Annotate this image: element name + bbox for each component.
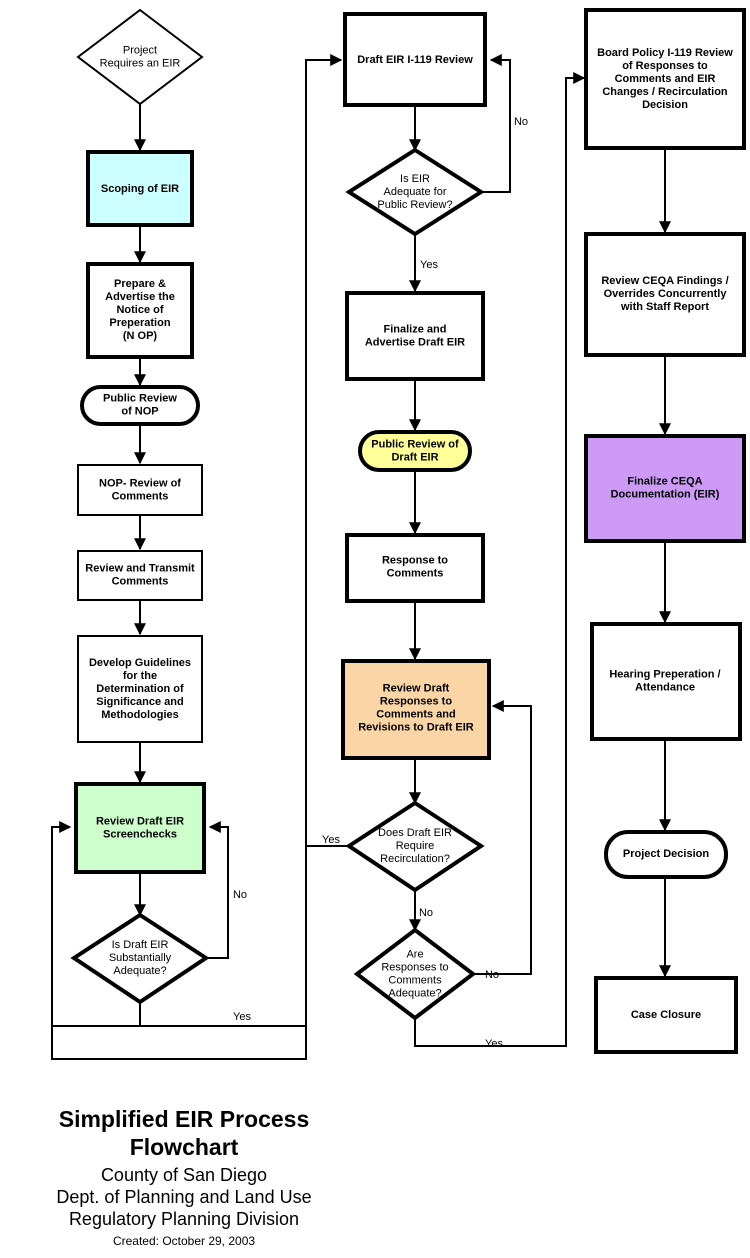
edge-label-m2-yes: Yes [420, 259, 438, 271]
stadium-shape [80, 385, 200, 426]
rect-shape [74, 782, 206, 874]
node-label: Hearing Preperation /Attendance [609, 668, 720, 693]
edge-n9-yes-to-m1 [140, 54, 343, 1027]
node-scoping-of-eir[interactable]: Scoping of EIR [86, 150, 194, 227]
edge-label-n9-yes: Yes [233, 1011, 251, 1023]
rect-shape [77, 550, 203, 601]
stadium-shape [358, 430, 472, 472]
edge-label-m7-no: No [419, 907, 433, 919]
edge-n9-no-loop [205, 821, 229, 959]
edge-label-m8-yes: Yes [485, 1038, 503, 1050]
node-label: Review CEQA Findings /Overrides Concurre… [601, 275, 728, 313]
node-draft-eir-i119-review[interactable]: Draft EIR I-119 Review [343, 12, 487, 107]
edge-label-m7-yes: Yes [322, 834, 340, 846]
edge-m2-no-loop [479, 54, 511, 193]
diamond-shape [345, 800, 485, 893]
page-title-line1: Simplified EIR Process [59, 1106, 310, 1132]
edges-layer [51, 54, 671, 1060]
rect-shape [345, 533, 485, 603]
node-hearing-preparation-attendance[interactable]: Hearing Preperation /Attendance [590, 622, 742, 741]
node-review-ceqa-findings[interactable]: Review CEQA Findings /Overrides Concurre… [584, 232, 746, 357]
created-date: Created: October 29, 2003 [113, 1234, 255, 1248]
rect-shape [341, 659, 491, 760]
stadium-shape [604, 830, 728, 879]
subtitle-county: County of San Diego [101, 1165, 267, 1185]
rect-shape [584, 232, 746, 357]
node-label: Case Closure [631, 1009, 701, 1021]
edge-m8-yes-to-r1 [414, 72, 586, 1047]
node-label: Scoping of EIR [101, 183, 179, 195]
edge-labels-layer: No Yes No Yes Yes No No Yes [233, 116, 528, 1050]
rect-shape [590, 622, 742, 741]
rect-shape [77, 635, 203, 743]
rect-shape [345, 291, 485, 381]
rect-shape [86, 262, 194, 359]
node-label: Project Decision [623, 848, 709, 860]
edge-m8-no-loop [471, 700, 532, 975]
rect-shape [594, 976, 738, 1054]
rect-shape [584, 8, 746, 150]
edge-label-m2-no: No [514, 116, 528, 128]
edge-label-n9-no: No [233, 889, 247, 901]
diamond-shape [345, 147, 485, 237]
diamond-shape [76, 8, 204, 106]
subtitle-division: Regulatory Planning Division [69, 1209, 299, 1229]
diamond-shape [70, 912, 210, 1005]
edge-m7-yes [51, 845, 351, 1060]
subtitle-department: Dept. of Planning and Land Use [56, 1187, 311, 1207]
node-label: Draft EIR I-119 Review [357, 54, 473, 66]
rect-shape [77, 464, 203, 516]
rect-shape [86, 150, 194, 227]
diamond-shape [353, 927, 477, 1021]
node-case-closure[interactable]: Case Closure [594, 976, 738, 1054]
edge-label-m8-no: No [485, 969, 499, 981]
title-block: Simplified EIR Process Flowchart County … [56, 1106, 311, 1248]
rect-shape [584, 434, 746, 543]
rect-shape [343, 12, 487, 107]
node-project-decision[interactable]: Project Decision [604, 830, 728, 879]
page-title-line2: Flowchart [130, 1134, 239, 1160]
